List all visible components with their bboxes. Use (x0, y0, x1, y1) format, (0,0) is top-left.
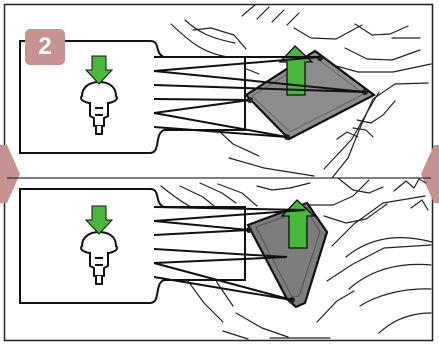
step-number-badge: 2 (25, 29, 65, 65)
